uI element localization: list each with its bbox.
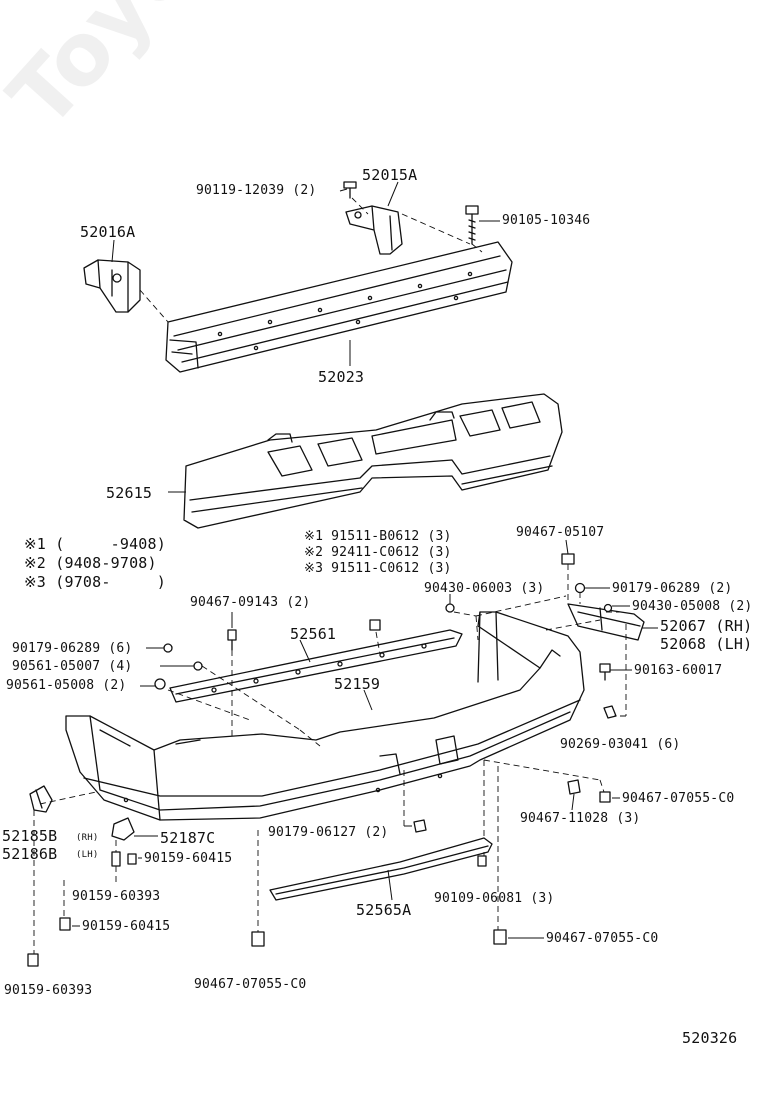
part-label-52187c: 52187C bbox=[160, 829, 216, 847]
part-label-52016a: 52016A bbox=[80, 223, 136, 241]
part-label-90119-12039: 90119-12039 (2) bbox=[196, 183, 317, 198]
part-label-52068: 52068 (LH) bbox=[660, 635, 753, 653]
bumper-cover-52159 bbox=[66, 612, 584, 820]
bracket-52016a bbox=[84, 260, 140, 312]
bracket-52185b bbox=[30, 786, 52, 812]
part-label-90467-05107: 90467-05107 bbox=[516, 525, 605, 540]
part-label-90179-06289-6: 90179-06289 (6) bbox=[12, 641, 133, 656]
retainer-52561 bbox=[170, 630, 462, 702]
part-label-90467-09143: 90467-09143 (2) bbox=[190, 595, 311, 610]
part-label-90179-06127: 90179-06127 (2) bbox=[268, 825, 389, 840]
part-label-90467-07055-c: 90467-07055-C0 bbox=[194, 977, 307, 992]
rh-label: (RH) bbox=[76, 833, 99, 843]
fasteners bbox=[28, 554, 616, 966]
part-label-52067: 52067 (RH) bbox=[660, 617, 753, 635]
part-label-90159-60393-b: 90159-60393 bbox=[4, 983, 93, 998]
absorber-52615 bbox=[184, 394, 562, 528]
part-label-52565a: 52565A bbox=[356, 901, 412, 919]
part-label-52615: 52615 bbox=[106, 484, 153, 502]
part-label-90467-07055-b: 90467-07055-C0 bbox=[546, 931, 659, 946]
part-label-90561-05008: 90561-05008 (2) bbox=[6, 678, 127, 693]
diagram-code: 520326 bbox=[682, 1029, 738, 1047]
bracket-52187c bbox=[112, 818, 134, 840]
part-label-52561: 52561 bbox=[290, 625, 337, 643]
part-label-90430-05008: 90430-05008 (2) bbox=[632, 599, 753, 614]
part-label-52023: 52023 bbox=[318, 368, 365, 386]
part-label-52185b: 52185B bbox=[2, 827, 58, 845]
part-label-90159-60415-b: 90159-60415 bbox=[82, 919, 171, 934]
bracket-52015a bbox=[346, 206, 402, 254]
part-label-90109-06081: 90109-06081 (3) bbox=[434, 891, 555, 906]
part-label-90430-06003: 90430-06003 (3) bbox=[424, 581, 545, 596]
bolt-90105-10346 bbox=[466, 206, 478, 244]
lh-label: (LH) bbox=[76, 850, 99, 860]
part-label-52015a: 52015A bbox=[362, 166, 418, 184]
alt-part-2: ※2 92411-C0612 (3) bbox=[304, 545, 452, 560]
alt-part-3: ※3 91511-C0612 (3) bbox=[304, 561, 452, 576]
part-label-52186b: 52186B bbox=[2, 845, 58, 863]
part-label-52159: 52159 bbox=[334, 675, 381, 693]
reinforcement-52023 bbox=[166, 242, 512, 372]
part-label-90467-11028: 90467-11028 (3) bbox=[520, 811, 641, 826]
part-label-90163-60017: 90163-60017 bbox=[634, 663, 723, 678]
part-label-90159-60415-a: 90159-60415 bbox=[144, 851, 233, 866]
part-label-90159-60393-a: 90159-60393 bbox=[72, 889, 161, 904]
note-3: ※3 (9708- ) bbox=[24, 573, 166, 591]
part-label-90561-05007: 90561-05007 (4) bbox=[12, 659, 133, 674]
part-label-90467-07055-a: 90467-07055-C0 bbox=[622, 791, 735, 806]
bolt-90119-12039 bbox=[344, 182, 356, 198]
lower-strip-52565a bbox=[270, 838, 492, 900]
part-label-90105-10346: 90105-10346 bbox=[502, 213, 591, 228]
part-label-90269-03041: 90269-03041 (6) bbox=[560, 737, 681, 752]
part-label-90179-06289-2: 90179-06289 (2) bbox=[612, 581, 733, 596]
note-1: ※1 ( -9408) bbox=[24, 535, 166, 553]
note-2: ※2 (9408-9708) bbox=[24, 554, 157, 572]
side-retainer-52067 bbox=[568, 604, 644, 640]
alt-part-1: ※1 91511-B0612 (3) bbox=[304, 529, 452, 544]
